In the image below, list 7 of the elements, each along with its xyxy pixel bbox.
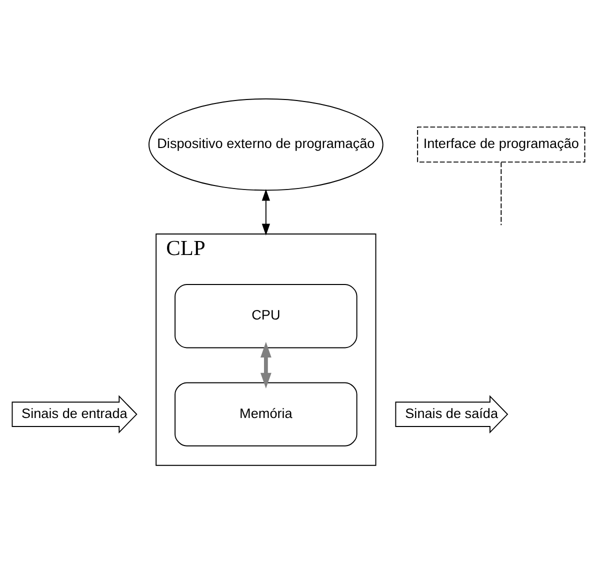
arrow <box>260 341 272 388</box>
node-box: Memória <box>174 382 358 446</box>
node-box: Interface de programação <box>417 126 586 162</box>
arrow <box>262 188 270 235</box>
node-ellipse: Dispositivo externo de programação <box>148 98 384 190</box>
connector <box>500 161 502 226</box>
node-box: CPU <box>174 284 358 348</box>
